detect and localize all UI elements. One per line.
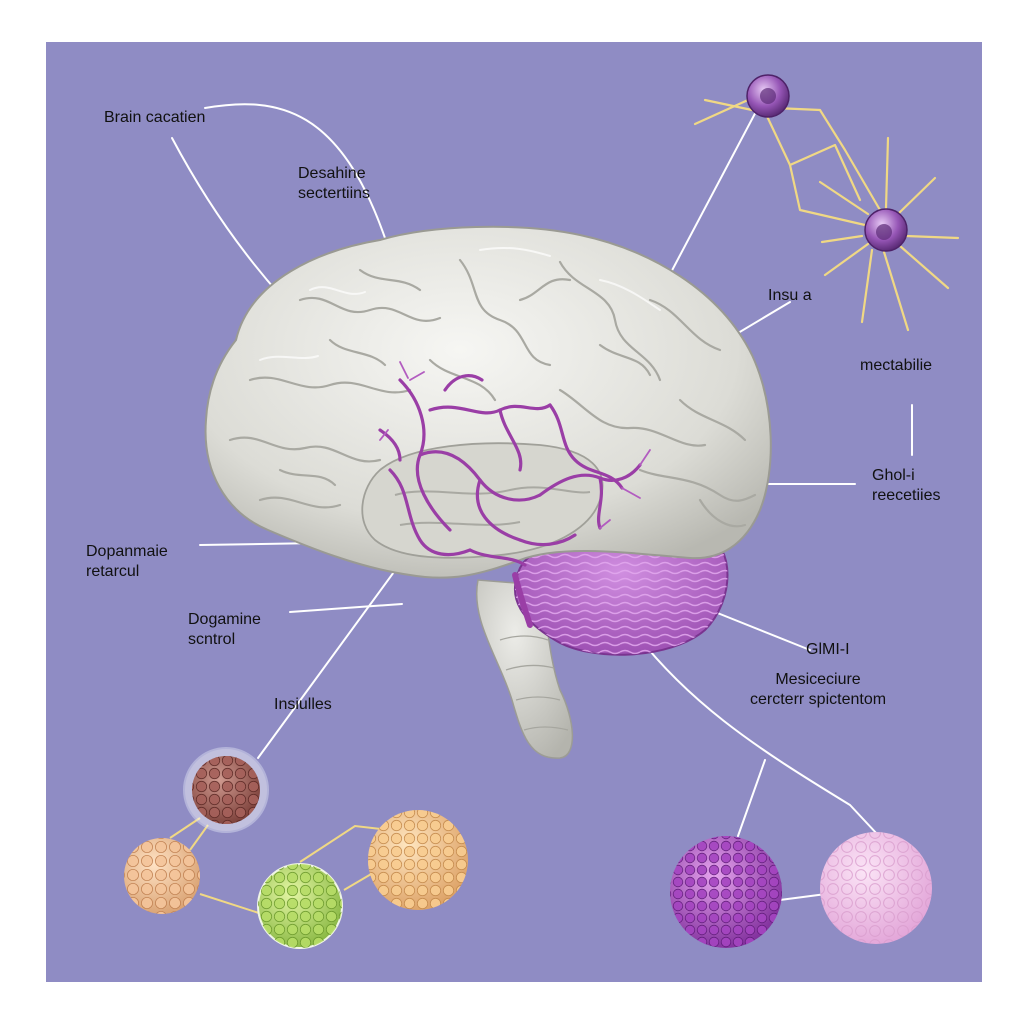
neuron-dendrites — [693, 98, 960, 332]
label-insiulles: Insiulles — [274, 696, 332, 713]
brain-stem — [476, 579, 574, 759]
label-brain-caption: Brain cacatien — [104, 109, 206, 126]
label-dopanmale: Dopanmaie retarcul — [86, 543, 168, 580]
temporal-lobe — [361, 442, 604, 559]
cerebrum — [204, 225, 772, 579]
vessel-trunk — [512, 572, 533, 628]
label-mesiceciure: Mesiceciure cercterr spictentom — [750, 671, 887, 708]
label-desahine: Desahine sectertiins — [298, 165, 371, 202]
brain-stem-ridges — [499, 635, 569, 731]
label-ghol: Ghol-i reecetiies — [872, 467, 941, 504]
cell-cluster-left — [124, 747, 468, 949]
neuron-cluster — [693, 74, 960, 332]
label-mectabilie: mectabilie — [860, 357, 933, 374]
label-glm: GlMI-I — [806, 641, 850, 658]
vessel-network — [378, 374, 642, 567]
vessel-branches — [379, 361, 651, 529]
label-dogamine: Dogamine scntrol — [188, 611, 261, 648]
cell-cluster-right — [670, 832, 932, 948]
cortex-folds — [228, 258, 757, 528]
label-insu: Insu a — [768, 287, 812, 304]
cerebellum — [514, 527, 729, 656]
